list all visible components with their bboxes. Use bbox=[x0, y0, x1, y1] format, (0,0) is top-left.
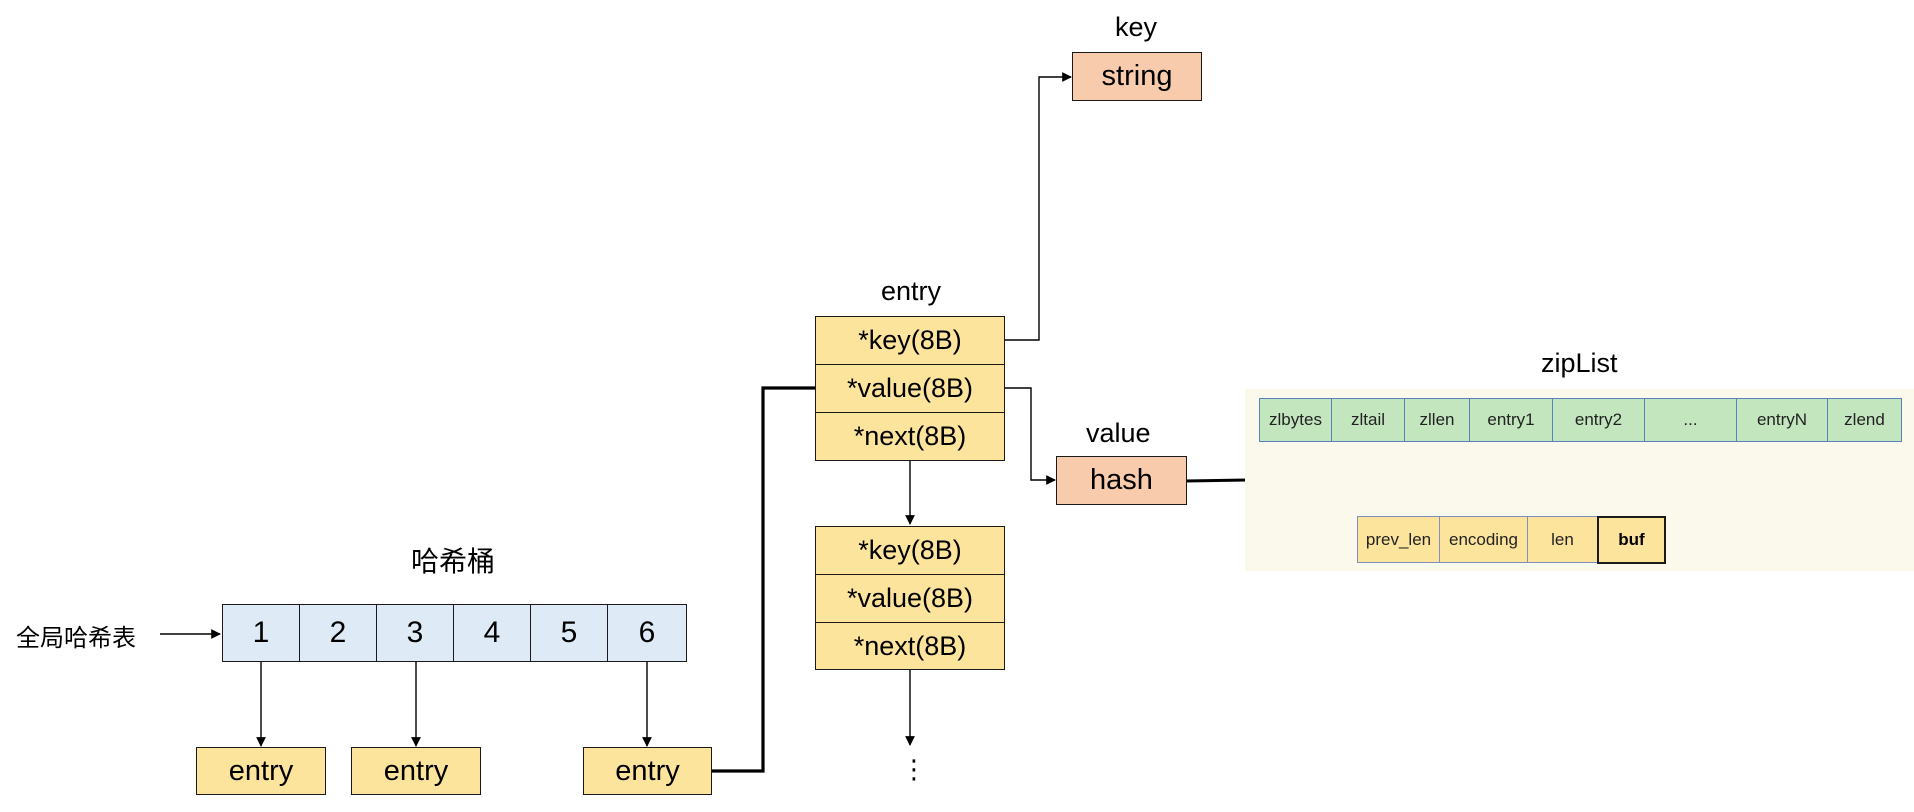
entry-key-field: *key(8B) bbox=[815, 316, 1005, 365]
entry-detail-field: prev_len bbox=[1357, 516, 1440, 563]
bucket-title: 哈希桶 bbox=[411, 546, 496, 577]
bucket-entry-6: entry bbox=[583, 747, 712, 795]
ziplist-field: zltail bbox=[1331, 398, 1405, 442]
continuation-ellipsis: ⋮ bbox=[901, 754, 927, 784]
entry-node-title: entry bbox=[881, 276, 942, 306]
entry-next-field: *next(8B) bbox=[815, 412, 1005, 461]
value-pointer-arrow bbox=[1004, 387, 1056, 485]
bucket-entry-1: entry bbox=[196, 747, 326, 795]
key-pointer-arrow bbox=[1004, 72, 1072, 341]
entry-value-field: *value(8B) bbox=[815, 364, 1005, 413]
entry-link-line bbox=[710, 386, 815, 773]
ziplist-title: zipList bbox=[1541, 348, 1618, 378]
ziplist-field: zllen bbox=[1404, 398, 1470, 442]
ziplist-field: ... bbox=[1644, 398, 1737, 442]
ziplist-field: entry1 bbox=[1469, 398, 1553, 442]
bucket-slot: 3 bbox=[376, 604, 454, 662]
next-value-field: *value(8B) bbox=[815, 574, 1005, 623]
bucket-slot: 4 bbox=[453, 604, 531, 662]
bucket-entry-3: entry bbox=[351, 747, 481, 795]
global-table-label: 全局哈希表 bbox=[16, 625, 136, 652]
bucket-slot: 5 bbox=[530, 604, 608, 662]
ziplist-field: zlend bbox=[1827, 398, 1902, 442]
next-key-field: *key(8B) bbox=[815, 526, 1005, 575]
ziplist-field: entryN bbox=[1736, 398, 1828, 442]
key-title: key bbox=[1115, 12, 1158, 42]
value-title: value bbox=[1086, 418, 1151, 448]
value-hash-box: hash bbox=[1056, 456, 1187, 505]
ziplist-field: entry2 bbox=[1552, 398, 1645, 442]
entry-detail-buf: buf bbox=[1597, 516, 1666, 564]
bucket-slot: 1 bbox=[222, 604, 300, 662]
hash-ziplist-line bbox=[1185, 478, 1248, 483]
key-string-box: string bbox=[1072, 52, 1202, 101]
bucket-slot: 2 bbox=[299, 604, 377, 662]
ziplist-field: zlbytes bbox=[1259, 398, 1332, 442]
entry-detail-field: encoding bbox=[1439, 516, 1528, 563]
entry-detail-field: len bbox=[1527, 516, 1598, 563]
next-next-field: *next(8B) bbox=[815, 622, 1005, 670]
bucket-slot: 6 bbox=[607, 604, 687, 662]
